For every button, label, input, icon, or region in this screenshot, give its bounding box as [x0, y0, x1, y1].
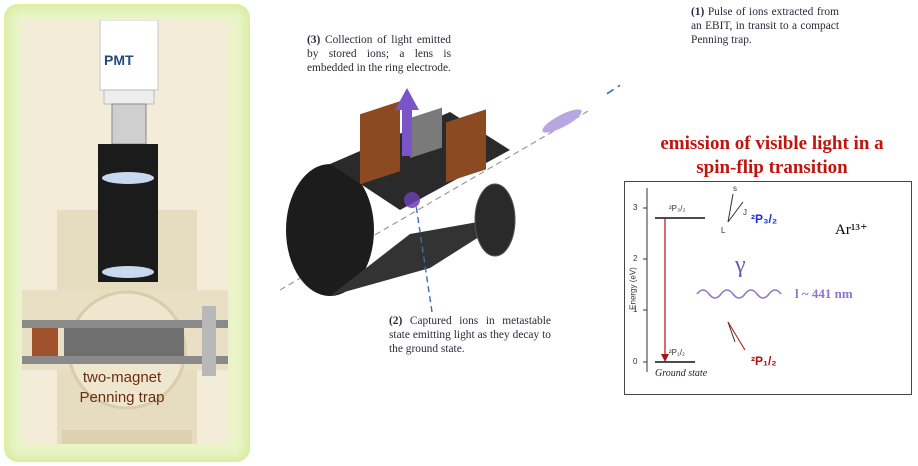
lens-tube — [98, 144, 158, 282]
trap-label-line1: two-magnet — [82, 369, 162, 386]
trap-rod-bottom — [22, 356, 228, 364]
step1-text: Pulse of ions extracted from an EBIT, in… — [691, 6, 839, 46]
trap-label-line2: Penning trap — [79, 389, 165, 406]
photon-wave — [696, 289, 782, 299]
step2-number: (2) — [389, 315, 403, 327]
step2-text: Captured ions in metastable state emitti… — [389, 315, 551, 355]
step1-note: (1) Pulse of ions extracted from an EBIT… — [691, 5, 839, 47]
lens-upper — [102, 172, 154, 184]
ion-label: Ar¹³⁺ — [835, 222, 868, 238]
energy-level-diagram: 3 2 1 0 Energy (eV) ²P₃/₂ ²P₁/₂ ²P₃/₂ ²P… — [624, 181, 912, 395]
emission-title: emission of visible light in a spin-flip… — [636, 132, 908, 180]
tick-label-2: 2 — [633, 254, 638, 263]
step2-leader — [415, 204, 433, 313]
vector-j-label: J — [743, 208, 747, 217]
lens-lower — [102, 266, 154, 278]
trap-label: two-magnet Penning trap — [62, 368, 182, 408]
step1-number: (1) — [691, 6, 705, 18]
wavelength-label: l ~ 441 nm — [795, 286, 853, 301]
stored-ion-cloud — [404, 192, 420, 208]
vector-j-lower — [727, 321, 736, 343]
apparatus-photo — [22, 20, 228, 444]
ion-pulse — [542, 109, 582, 133]
light-arrow-shaft — [402, 108, 412, 156]
pmt-base — [103, 89, 155, 105]
emission-title-line1: emission of visible light in a — [660, 133, 884, 154]
ground-state-label: Ground state — [655, 368, 708, 379]
ring-electrode — [410, 107, 442, 159]
vector-s-upper — [727, 193, 734, 223]
trap-bottom-surface — [330, 216, 512, 296]
upper-level-label: ²P₃/₂ — [751, 212, 778, 226]
trap-magnet-left — [32, 328, 58, 356]
pmt-housing — [99, 20, 159, 91]
trap-rear-endcap — [474, 183, 516, 257]
trap-cutaway-illustration — [279, 84, 620, 313]
step2-note: (2) Captured ions in metastable state em… — [389, 314, 551, 356]
lower-level-small-label: ²P₁/₂ — [669, 348, 686, 357]
bottom-flange — [62, 430, 192, 444]
transition-arrow-head — [661, 354, 669, 362]
tick-label-0: 0 — [633, 357, 638, 366]
vector-s-label: s — [733, 184, 737, 193]
trap-rod-top — [22, 320, 228, 328]
apparatus-illustration — [22, 20, 228, 444]
gamma-symbol: γ — [735, 252, 746, 278]
tick-label-1: 1 — [633, 305, 638, 314]
tick-label-3: 3 — [633, 203, 638, 212]
pmt-label: PMT — [104, 52, 134, 68]
pmt-mount — [111, 103, 147, 145]
upper-level-small-label: ²P₃/₂ — [669, 204, 686, 213]
trap-electrodes — [64, 328, 184, 356]
step3-text: Collection of light emitted by stored io… — [307, 34, 451, 74]
step3-note: (3) Collection of light emitted by store… — [307, 33, 451, 75]
ion-transit-line — [604, 84, 620, 96]
step3-number: (3) — [307, 34, 321, 46]
light-arrow-head — [395, 88, 419, 110]
trap-front-endcap — [286, 164, 374, 296]
copper-coil-1 — [360, 101, 400, 185]
energy-diagram-svg — [643, 188, 782, 372]
copper-coil-2 — [446, 109, 486, 183]
vector-j-upper — [727, 201, 744, 223]
vector-l-label: L — [721, 226, 726, 235]
emission-title-line2: spin-flip transition — [696, 157, 848, 178]
vector-s-lower — [727, 321, 746, 351]
trap-end-flange — [202, 306, 216, 376]
y-axis-label: Energy (eV) — [628, 267, 638, 310]
lower-level-label: ²P₁/₂ — [751, 354, 777, 368]
